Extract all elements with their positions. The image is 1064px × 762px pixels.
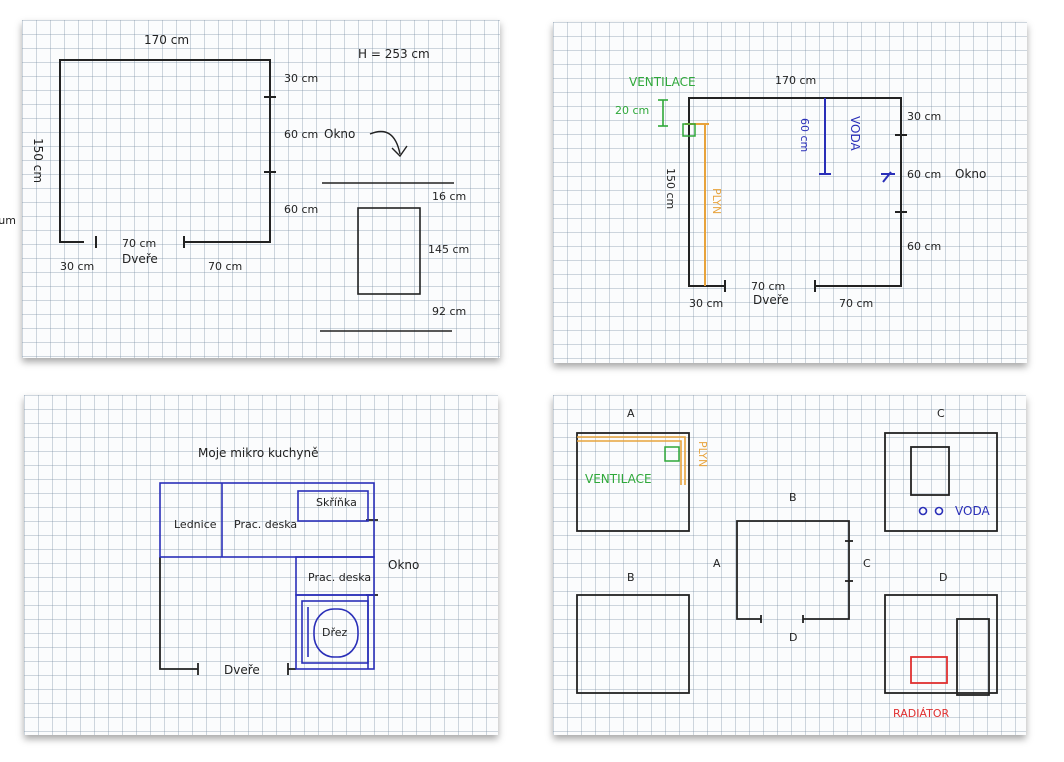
bottom-right-label: 70 cm	[208, 260, 242, 273]
wall-b-elevation	[576, 594, 690, 694]
fridge-label: Lednice	[174, 518, 217, 531]
left-side-label: 150 cm	[31, 138, 45, 183]
window-label: Okno	[955, 167, 986, 181]
gas-label: PLYN	[710, 188, 723, 214]
window-top-label: 16 cm	[432, 190, 466, 203]
sheet-kitchen-layout: Moje mikro kuchyně Lednice Prac. deska S…	[24, 395, 498, 735]
right-seg1-label: 30 cm	[907, 110, 941, 123]
sheet-utilities: VENTILACE 20 cm 170 cm VODA 60 cm 150 cm…	[553, 22, 1027, 363]
vent-dimension	[658, 99, 668, 127]
door-width-label: 70 cm	[751, 280, 785, 293]
sheet-wall-elevations: A C B D VENTILACE PLYN VODA RADIÁTOR B A…	[553, 395, 1026, 735]
sheet-room-dimensions: 170 cm H = 253 cm 150 cm 30 cm 60 cm Okn…	[22, 20, 500, 358]
window-height-label: 145 cm	[428, 243, 469, 256]
water-label: VODA	[848, 116, 862, 151]
window-bottom-label: 92 cm	[432, 305, 466, 318]
arrow-icon	[369, 130, 401, 155]
wall-elevations-drawing: A C B D VENTILACE PLYN VODA RADIÁTOR B A…	[576, 407, 998, 720]
utilities-drawing: VENTILACE 20 cm 170 cm VODA 60 cm 150 cm…	[615, 74, 986, 310]
window-elevation	[357, 207, 421, 295]
wall-d-elevation	[884, 594, 998, 694]
door-label: Dveře	[224, 663, 260, 677]
sink-label: Dřez	[322, 626, 348, 639]
kitchen-units	[159, 482, 375, 670]
width-top-label: 170 cm	[144, 33, 189, 47]
door-width-label: 70 cm	[122, 237, 156, 250]
wall-a-elevation	[576, 432, 690, 532]
gas-pipe	[577, 436, 686, 485]
right-seg2-label: 60 cm	[284, 128, 318, 141]
water-label: VODA	[955, 504, 990, 518]
plan-walls	[736, 520, 850, 620]
radiator-box	[910, 656, 948, 684]
plan-label-c: C	[863, 557, 871, 570]
right-seg2-label: 60 cm	[907, 168, 941, 181]
water-outlets	[918, 506, 944, 516]
room-wall-left	[159, 557, 198, 670]
door-label: Dveře	[753, 293, 789, 307]
room-walls	[59, 59, 271, 243]
plan-label-d: D	[789, 631, 797, 644]
vent-size-label: 20 cm	[615, 104, 649, 117]
worktop1-label: Prac. deska	[234, 518, 297, 531]
room-walls	[688, 97, 902, 287]
door-label: Dveře	[122, 252, 158, 266]
height-label: H = 253 cm	[358, 47, 430, 61]
wall-d-label: D	[939, 571, 947, 584]
gas-label: PLYN	[696, 441, 709, 467]
window-label: Okno	[324, 127, 355, 141]
bottom-left-label: 30 cm	[60, 260, 94, 273]
bottom-left-label: 30 cm	[689, 297, 723, 310]
ventilation-label: VENTILACE	[629, 75, 696, 89]
left-side-label: 150 cm	[664, 168, 677, 209]
ventilation-box	[682, 123, 696, 137]
wall-c-label: C	[937, 407, 945, 420]
kitchen-layout-drawing: Moje mikro kuchyně Lednice Prac. deska S…	[159, 446, 419, 677]
right-seg3-label: 60 cm	[907, 240, 941, 253]
right-seg3-label: 60 cm	[284, 203, 318, 216]
wall-c-window	[910, 446, 950, 496]
plan-label-b: B	[789, 491, 797, 504]
right-seg1-label: 30 cm	[284, 72, 318, 85]
ventilation-box	[664, 446, 680, 462]
bottom-right-label: 70 cm	[839, 297, 873, 310]
worktop2-label: Prac. deska	[308, 571, 371, 584]
width-top-label: 170 cm	[775, 74, 816, 87]
radiator-label: RADIÁTOR	[893, 707, 949, 720]
plan-label-a: A	[713, 557, 721, 570]
window-label: Okno	[388, 558, 419, 572]
water-pipe	[819, 98, 895, 183]
kitchen-title: Moje mikro kuchyně	[198, 446, 319, 460]
wall-c-elevation	[884, 432, 998, 532]
water-size-label: 60 cm	[798, 118, 811, 152]
room-dimensions-drawing: 170 cm H = 253 cm 150 cm 30 cm 60 cm Okn…	[31, 33, 469, 332]
wall-a-label: A	[627, 407, 635, 420]
wall-d-door	[956, 618, 990, 696]
cabinet-label: Skříňka	[316, 496, 357, 509]
cut-text: sum	[0, 214, 16, 227]
ventilation-label: VENTILACE	[585, 472, 652, 486]
arrow-head-icon	[391, 145, 408, 158]
wall-b-label: B	[627, 571, 635, 584]
